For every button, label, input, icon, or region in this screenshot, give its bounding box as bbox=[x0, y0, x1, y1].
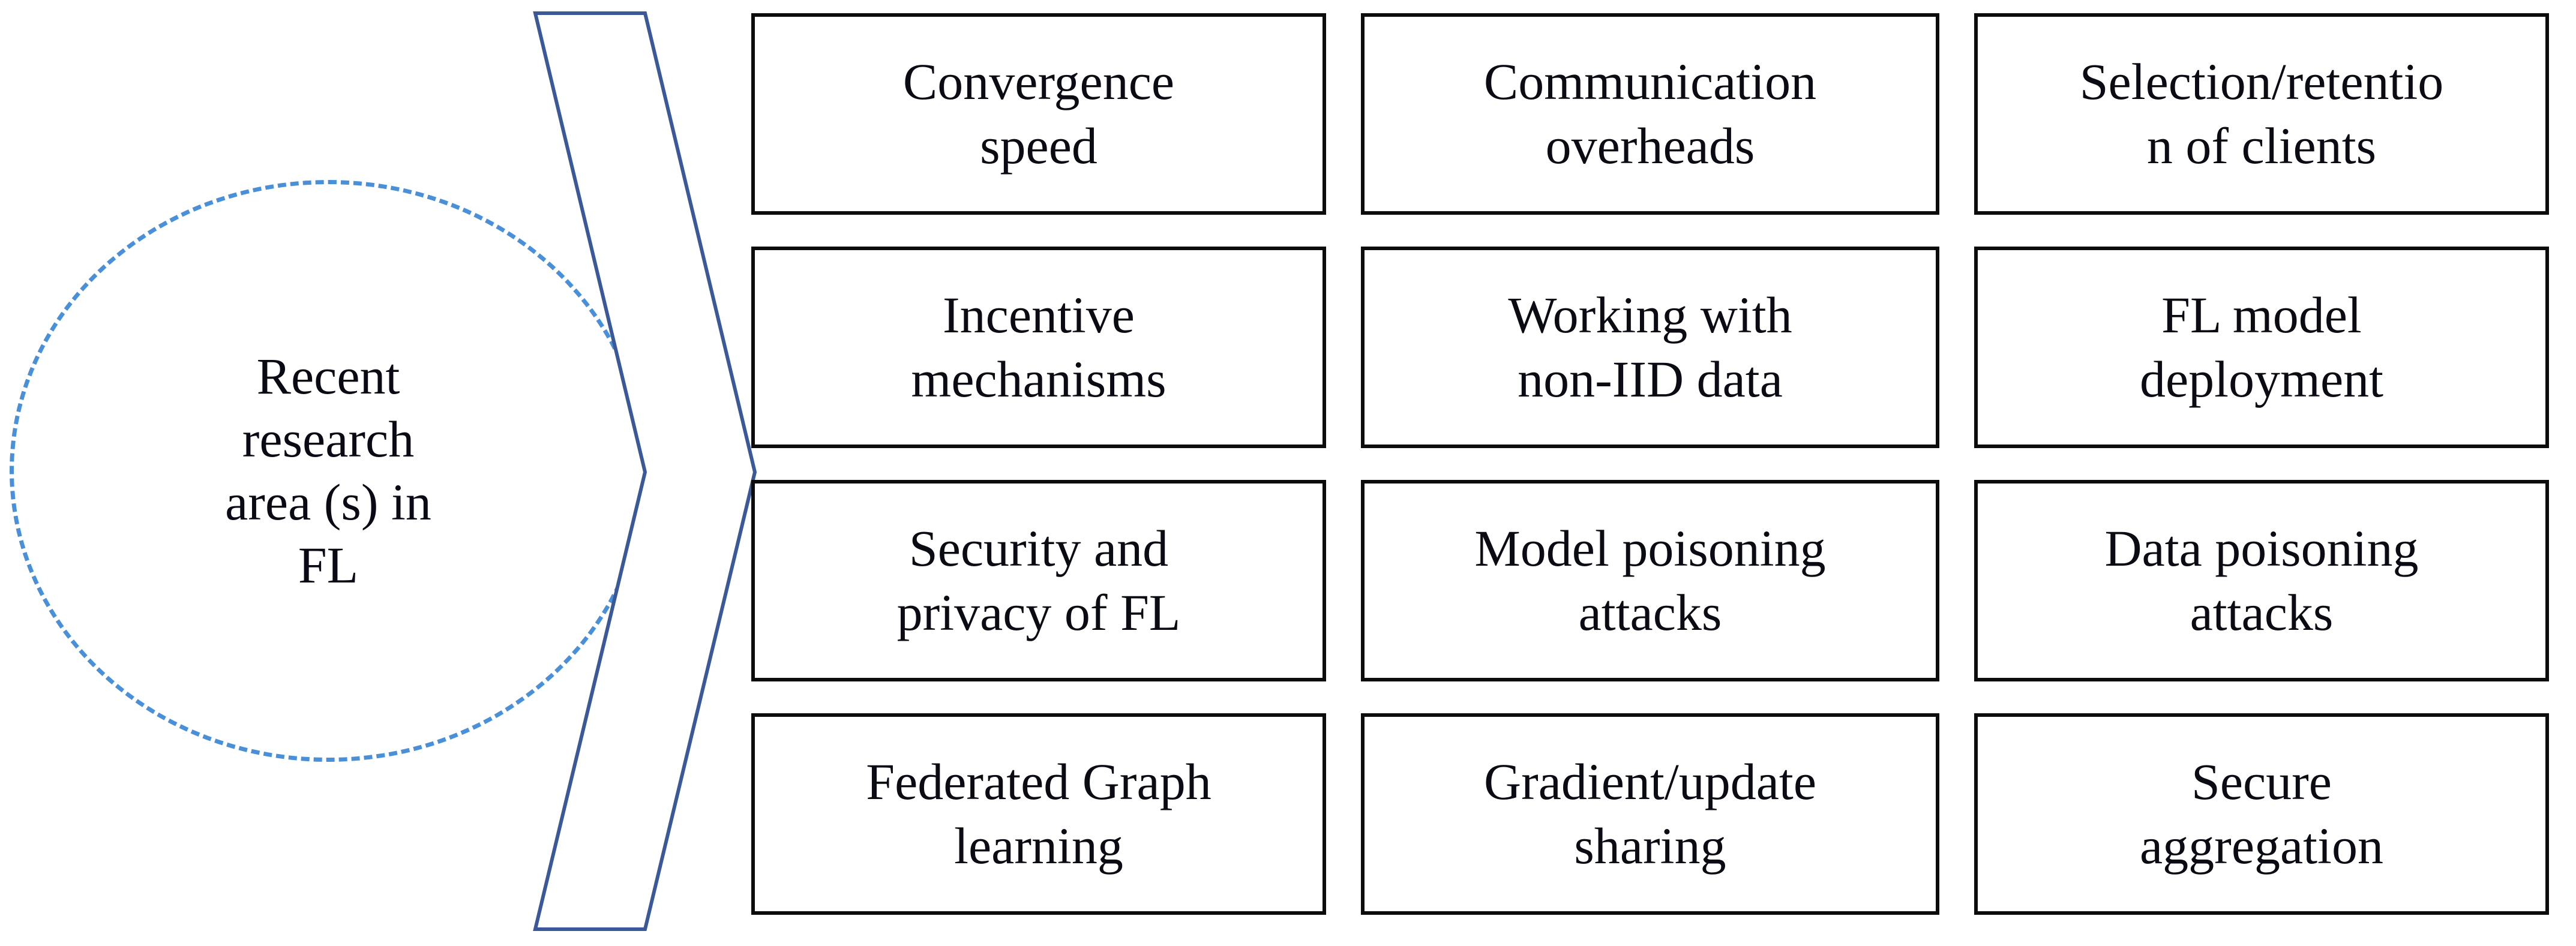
topic-box-label: Model poisoning attacks bbox=[1474, 519, 1826, 642]
topic-box-label: Communication overheads bbox=[1483, 52, 1817, 175]
topic-box-label: Selection/retentio n of clients bbox=[2079, 52, 2444, 175]
topic-box-data-poisoning-attacks[interactable]: Data poisoning attacks bbox=[1974, 480, 2549, 681]
topic-box-label: Data poisoning attacks bbox=[2104, 519, 2419, 642]
topic-box-label: Secure aggregation bbox=[2140, 752, 2383, 875]
root-node-circle[interactable]: Recent research area (s) in FL bbox=[10, 180, 647, 762]
topic-box-working-with-non-iid-data[interactable]: Working with non-IID data bbox=[1361, 247, 1939, 448]
topic-box-label: Federated Graph learning bbox=[866, 752, 1211, 875]
topic-box-label: FL model deployment bbox=[2139, 286, 2384, 409]
topic-box-label: Convergence speed bbox=[902, 52, 1175, 175]
topic-box-label: Incentive mechanisms bbox=[911, 286, 1166, 409]
root-node-label: Recent research area (s) in FL bbox=[225, 347, 431, 594]
topic-box-convergence-speed[interactable]: Convergence speed bbox=[751, 13, 1326, 215]
topic-box-gradient-update-sharing[interactable]: Gradient/update sharing bbox=[1361, 713, 1939, 915]
topic-box-label: Working with non-IID data bbox=[1508, 286, 1792, 409]
topic-box-secure-aggregation[interactable]: Secure aggregation bbox=[1974, 713, 2549, 915]
topic-box-label: Security and privacy of FL bbox=[896, 519, 1181, 642]
topic-box-federated-graph-learning[interactable]: Federated Graph learning bbox=[751, 713, 1326, 915]
topic-box-label: Gradient/update sharing bbox=[1483, 752, 1816, 875]
topic-box-fl-model-deployment[interactable]: FL model deployment bbox=[1974, 247, 2549, 448]
topic-box-model-poisoning-attacks[interactable]: Model poisoning attacks bbox=[1361, 480, 1939, 681]
topic-box-selection-retention-of-clients[interactable]: Selection/retentio n of clients bbox=[1974, 13, 2549, 215]
topic-box-grid: Convergence speed Communication overhead… bbox=[751, 13, 2559, 937]
topic-box-communication-overheads[interactable]: Communication overheads bbox=[1361, 13, 1939, 215]
topic-box-security-and-privacy-of-fl[interactable]: Security and privacy of FL bbox=[751, 480, 1326, 681]
topic-box-incentive-mechanisms[interactable]: Incentive mechanisms bbox=[751, 247, 1326, 448]
